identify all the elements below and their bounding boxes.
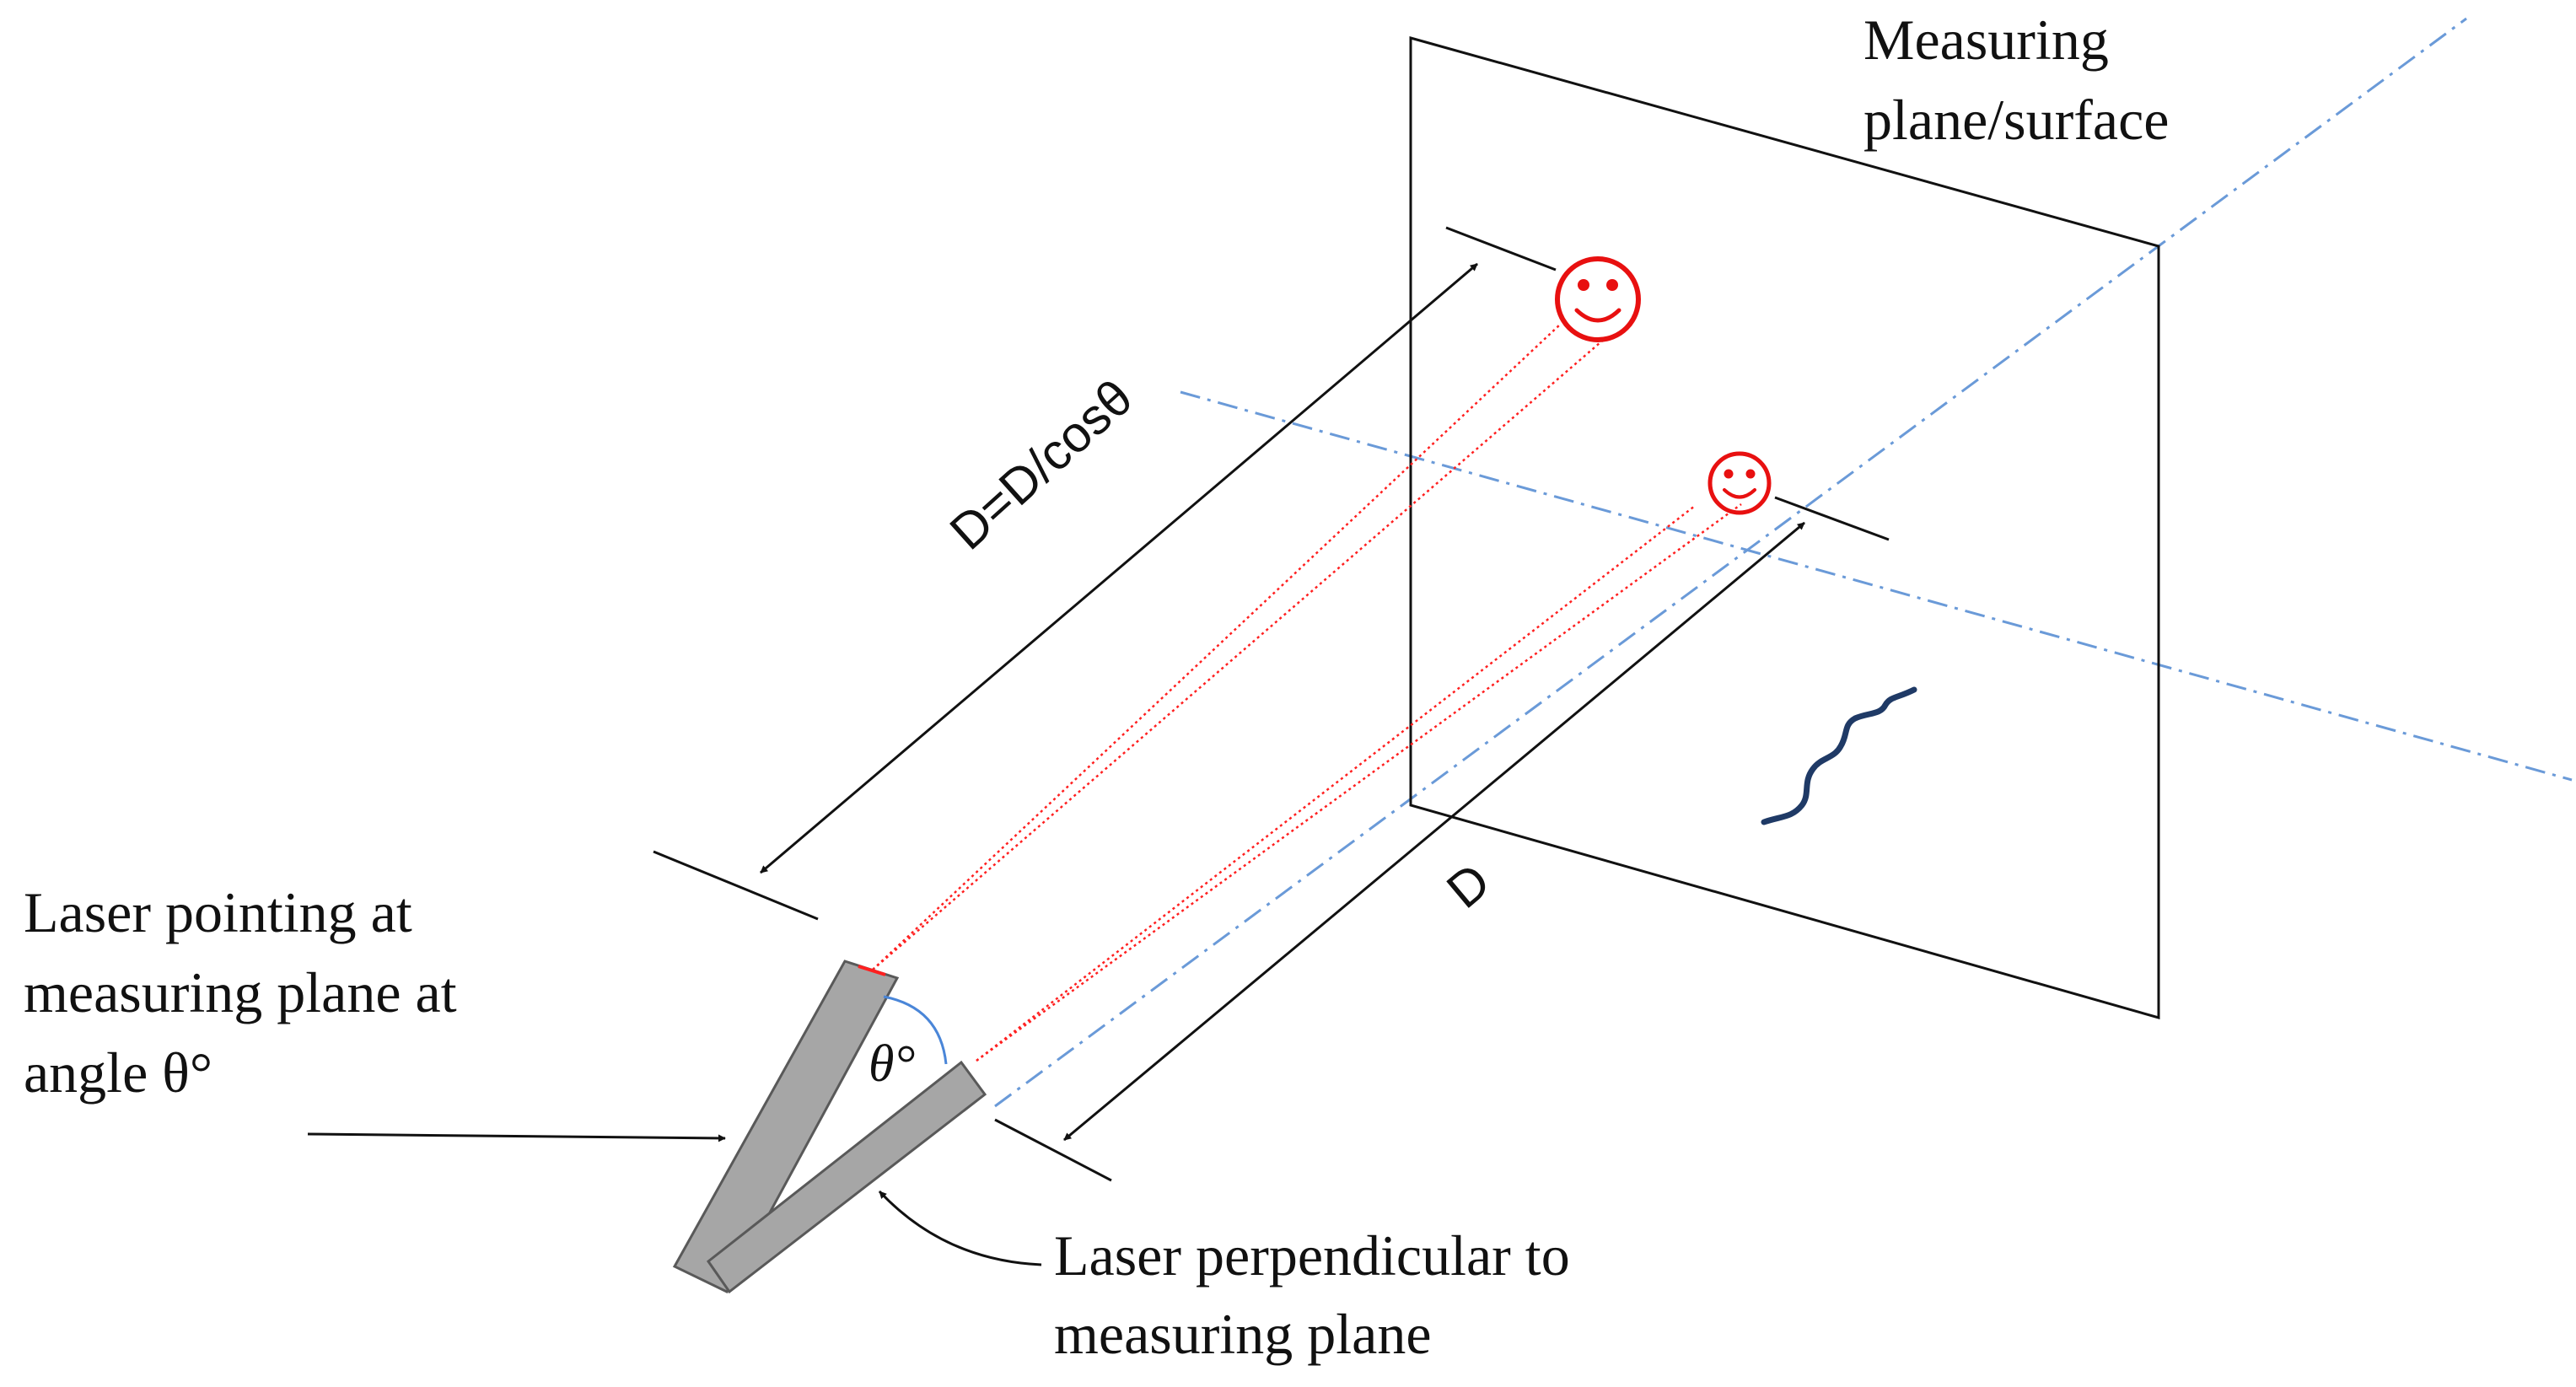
laser-device	[672, 960, 987, 1294]
angle-laser-pointer-arrow	[307, 1132, 726, 1142]
laser-angle-label: Laser pointing at measuring plane at ang…	[24, 880, 471, 1105]
measuring-plane-label: Measuring plane/surface	[1863, 8, 2169, 152]
laser-spot-upper-smiley-face-icon	[1555, 256, 1641, 342]
angle-arc	[883, 995, 948, 1065]
angle-symbol-label: θ°	[869, 1035, 915, 1093]
dimension-extension-lines	[653, 226, 1890, 1182]
perpendicular-distance-arrow	[1063, 521, 1805, 1142]
crack-mark	[1761, 686, 1917, 825]
laser-perpendicular-label: Laser perpendicular to measuring plane	[1054, 1223, 1584, 1366]
measuring-plane	[1409, 36, 2160, 1019]
laser-spot-lower-smiley-face-icon	[1707, 451, 1772, 515]
laser-beams	[872, 324, 1742, 1062]
perpendicular-laser-pointer-arrow	[878, 1190, 1042, 1266]
slanted-distance-label: D=D/cosθ	[939, 368, 1143, 560]
horizontal-axis-line	[1180, 390, 2573, 782]
perpendicular-distance-label: D	[1436, 852, 1500, 919]
perpendicular-laser-arm	[706, 1060, 987, 1294]
perpendicular-axis-line	[994, 17, 2467, 1108]
slanted-distance-arrow	[760, 262, 1478, 874]
